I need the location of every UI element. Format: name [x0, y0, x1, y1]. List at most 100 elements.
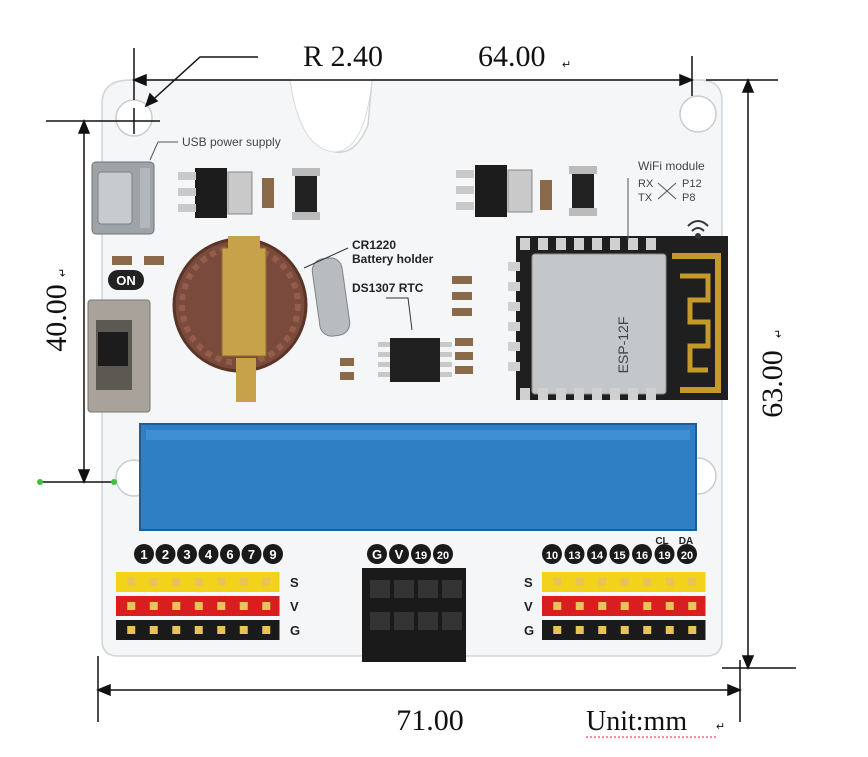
- wifi-tx: TX: [638, 192, 653, 204]
- right-header-pin: [620, 626, 629, 634]
- right-header-pin: [575, 578, 584, 586]
- dim-return-2: ↵: [57, 268, 69, 277]
- small-passives: [112, 178, 552, 380]
- right-header-pin: [575, 626, 584, 634]
- left-header-pin: [239, 626, 248, 634]
- left-row-label: G: [290, 623, 300, 638]
- right-header-pin: [643, 578, 652, 586]
- right-pin-label: 16: [636, 550, 648, 562]
- right-pin-badge: [564, 544, 585, 564]
- left-header-pin: [262, 626, 271, 634]
- right-row-label: V: [524, 599, 533, 614]
- voltage-regulator-right: [456, 165, 533, 217]
- esp-pads: [508, 238, 656, 400]
- right-header-pin: [688, 602, 697, 610]
- left-pin-badge: [177, 544, 197, 564]
- left-pin-badge: [134, 544, 154, 564]
- battery-label-1: CR1220: [352, 238, 396, 252]
- right-row-label: G: [524, 623, 534, 638]
- wifi-p8: P8: [682, 192, 695, 204]
- wifi-icon: [687, 220, 709, 239]
- pin-header-right: [542, 572, 706, 640]
- left-pin-badge: [263, 544, 283, 564]
- right-pin-badge: [609, 544, 630, 564]
- right-header-pin: [620, 578, 629, 586]
- dim-return-3: ↵: [773, 329, 785, 338]
- left-header-pin: [172, 602, 181, 610]
- left-header-pin: [149, 626, 158, 634]
- right-header-pin: [598, 626, 607, 634]
- dim-hole-spacing: 64.00: [478, 40, 546, 73]
- right-pin-badge: [677, 544, 697, 564]
- right-pin-badge: [632, 544, 652, 564]
- left-header-pin: [217, 578, 226, 586]
- right-pin-badge: [654, 544, 675, 564]
- left-pin-label: 4: [205, 547, 213, 562]
- right-row-label: S: [524, 575, 533, 590]
- dim-bottom: [96, 656, 742, 722]
- edge-connector: [139, 423, 697, 531]
- right-pin-label: 15: [613, 550, 625, 562]
- right-header-pin: [643, 602, 652, 610]
- left-header-pin: [239, 602, 248, 610]
- right-header-pin: [688, 626, 697, 634]
- middle-pin-badge: [389, 544, 409, 564]
- battery-label-2: Battery holder: [352, 252, 434, 266]
- left-header-pin: [194, 578, 203, 586]
- right-pin-badge: [542, 544, 562, 564]
- right-pin-label: 20: [681, 550, 693, 562]
- dim-left: [40, 119, 114, 484]
- left-pin-badge: [220, 544, 240, 564]
- right-header-pin: [665, 602, 674, 610]
- right-header-pin: [575, 602, 584, 610]
- rtc-chip: [378, 338, 452, 382]
- voltage-regulator-left: [178, 168, 253, 218]
- left-header-pin: [239, 578, 248, 586]
- left-header-pin: [172, 626, 181, 634]
- diode-right: [569, 166, 597, 216]
- usb-label: USB power supply: [182, 135, 281, 149]
- left-pin-badge: [198, 544, 219, 564]
- left-header-pin: [262, 602, 271, 610]
- middle-pin-badge: [433, 544, 453, 564]
- left-header-pin: [194, 626, 203, 634]
- right-pin-label: 13: [568, 550, 580, 562]
- left-header-pin: [149, 578, 158, 586]
- mount-hole-top-right: [679, 95, 717, 133]
- left-header-pin: [127, 578, 136, 586]
- dim-top: [132, 48, 694, 108]
- cl-label: CL: [655, 536, 668, 547]
- left-pin-label: 2: [162, 547, 169, 562]
- right-header-pin: [665, 626, 674, 634]
- left-pin-badge: [241, 544, 262, 564]
- battery-holder: [172, 236, 308, 402]
- right-pin-label: 19: [658, 550, 670, 562]
- left-row-label: S: [290, 575, 299, 590]
- right-header-pin: [598, 602, 607, 610]
- right-pin-badge: [587, 544, 607, 564]
- left-header-pin: [194, 602, 203, 610]
- right-header-pin: [553, 626, 562, 634]
- right-header-pin: [553, 602, 562, 610]
- left-pin-label: 6: [226, 547, 233, 562]
- wifi-title: WiFi module: [638, 159, 705, 173]
- on-label: ON: [116, 273, 136, 288]
- esp-name: ESP-12F: [615, 317, 631, 374]
- right-pin-label: 10: [546, 550, 558, 562]
- left-row-label: V: [290, 599, 299, 614]
- dim-node-left: [37, 479, 43, 485]
- middle-pin-badge: [411, 544, 431, 564]
- left-header-pin: [127, 602, 136, 610]
- middle-pin-label: V: [395, 547, 404, 562]
- usb-connector: [91, 161, 155, 235]
- dim-node-right: [111, 479, 117, 485]
- dim-return-1: ↵: [562, 59, 571, 71]
- right-header-pin: [643, 626, 652, 634]
- da-label: DA: [679, 536, 693, 547]
- middle-pin-label: 19: [415, 550, 427, 562]
- left-header-pin: [149, 602, 158, 610]
- dim-board-height: 63.00: [756, 350, 789, 418]
- wifi-p12: P12: [682, 178, 702, 190]
- dim-vertical-holes: 40.00: [40, 284, 73, 352]
